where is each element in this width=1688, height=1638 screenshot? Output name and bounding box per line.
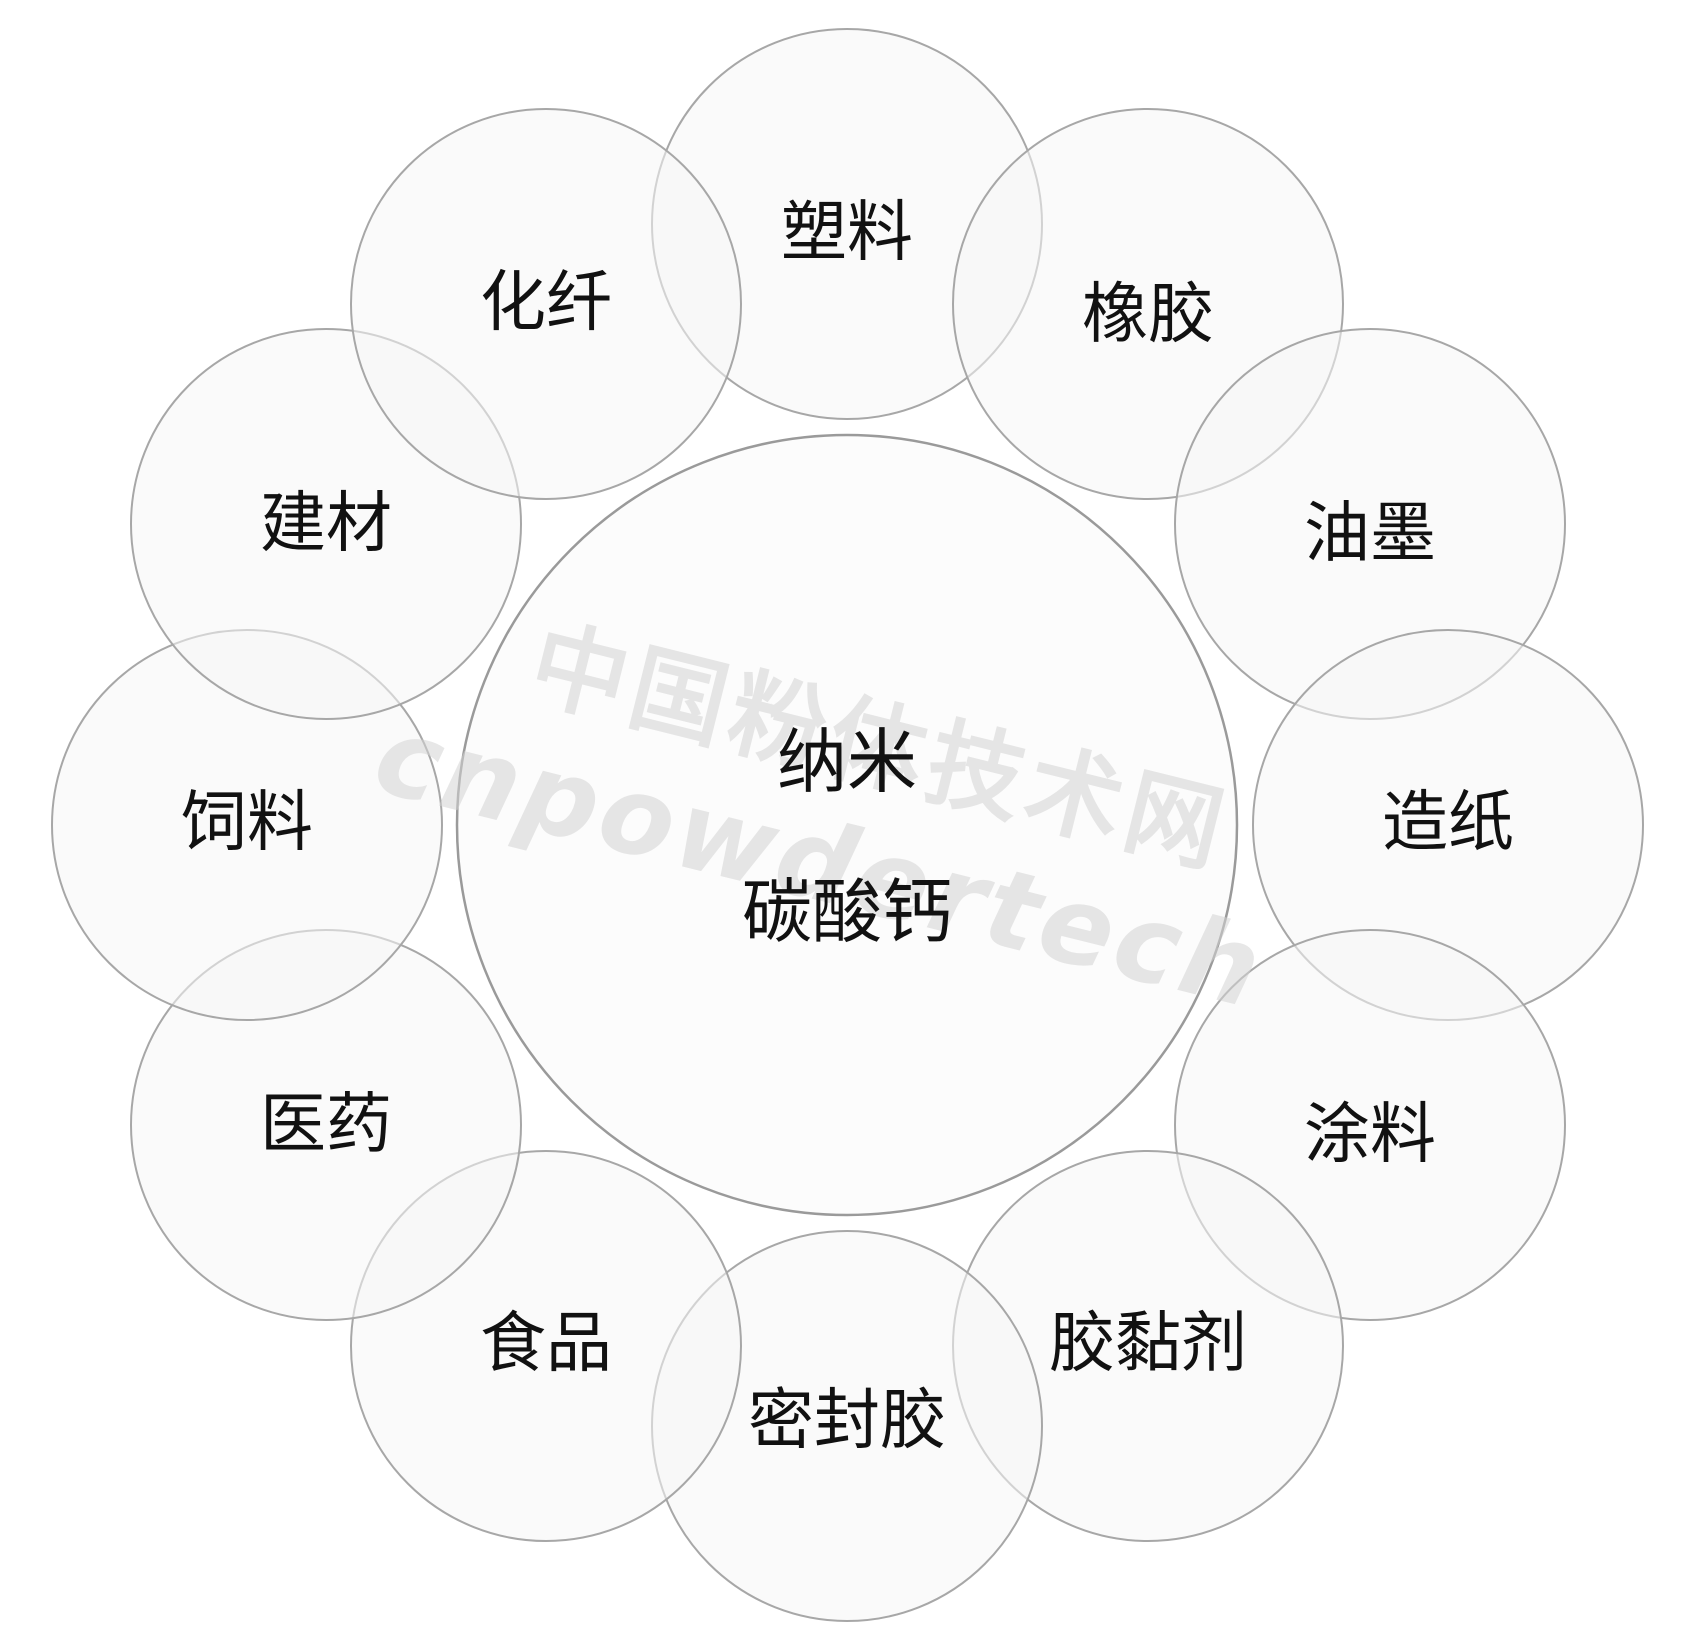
application-label: 橡胶 [1082,276,1214,353]
petal-labels: 塑料 橡胶 油墨 造纸 涂料 胶黏剂 密封胶 食品 医药 饲料 建材 化纤 [181,194,1514,1459]
application-label: 造纸 [1382,784,1514,861]
center-label-line2: 碳酸钙 [742,871,952,953]
petal-circle-chemical-fiber [350,108,742,500]
application-label: 胶黏剂 [1049,1305,1247,1382]
application-label: 化纤 [480,264,612,341]
application-label: 塑料 [781,194,913,271]
application-label: 油墨 [1304,495,1436,572]
application-label: 密封胶 [748,1382,946,1459]
center-circle [455,433,1239,1217]
application-label: 建材 [260,485,392,562]
application-label: 食品 [480,1305,612,1382]
application-label: 涂料 [1304,1096,1436,1173]
center-label-line1: 纳米 [777,721,917,803]
application-label: 饲料 [181,784,313,861]
petal-circles [51,28,1644,1622]
application-label: 医药 [260,1086,392,1163]
